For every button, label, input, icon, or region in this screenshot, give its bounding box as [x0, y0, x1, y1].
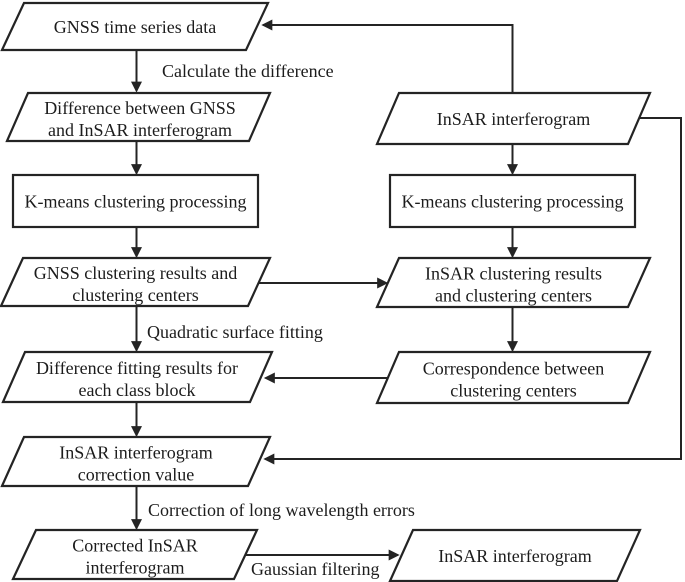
- insar-clustering-results-label-line1: InSAR clustering results: [425, 264, 602, 284]
- node-correspondence-centers: Correspondence between clustering center…: [375, 350, 652, 405]
- gnss-time-series-data-label: GNSS time series data: [54, 17, 216, 37]
- kmeans-right-shape: [388, 173, 637, 229]
- edge-label-quadratic-surface-fitting: Quadratic surface fitting: [147, 322, 323, 342]
- edges-layer: [131, 19, 682, 561]
- edge-label-correction-long-wavelength: Correction of long wavelength errors: [148, 500, 415, 520]
- kmeans-left-label: K-means clustering processing: [25, 192, 247, 212]
- difference-gnss-insar-label-line2: and InSAR interferogram: [48, 120, 232, 140]
- insar-correction-value-shape: [0, 435, 272, 488]
- node-insar-correction-value: InSAR interferogram correction value: [0, 435, 272, 488]
- kmeans-right-label: K-means clustering processing: [402, 192, 624, 212]
- node-kmeans-right: K-means clustering processing: [388, 173, 637, 229]
- gnss-clustering-results-label-line2: clustering centers: [72, 285, 198, 305]
- difference-fitting-results-label-line2: each class block: [79, 380, 196, 400]
- correspondence-centers-label-line2: clustering centers: [450, 381, 576, 401]
- correspondence-centers-label-line1: Correspondence between: [423, 359, 604, 379]
- insar-interferogram-bottom-shape: [388, 528, 642, 582]
- edge-insar-top-to-correction-value: [263, 117, 682, 465]
- insar-interferogram-top-label: InSAR interferogram: [437, 109, 590, 129]
- insar-interferogram-top-shape: [375, 91, 652, 146]
- kmeans-left-shape: [11, 173, 260, 229]
- gnss-time-series-data-shape: [0, 1, 270, 52]
- insar-interferogram-bottom-label: InSAR interferogram: [438, 546, 591, 566]
- insar-clustering-results-shape: [375, 256, 652, 309]
- edge-insar-top-to-gnss-feedback: [261, 19, 514, 93]
- insar-correction-value-label-line1: InSAR interferogram: [59, 443, 212, 463]
- node-difference-fitting-results: Difference fitting results for each clas…: [1, 350, 274, 404]
- node-insar-interferogram-bottom: InSAR interferogram: [388, 528, 642, 582]
- edge-label-calculate-difference: Calculate the difference: [162, 61, 334, 81]
- difference-fitting-results-label-line1: Difference fitting results for: [36, 358, 238, 378]
- edge-labels-layer: Calculate the difference Quadratic surfa…: [147, 61, 415, 579]
- node-corrected-insar: Corrected InSAR interferogram: [11, 528, 259, 581]
- node-gnss-clustering-results: GNSS clustering results and clustering c…: [0, 256, 272, 308]
- gnss-clustering-results-shape: [0, 256, 272, 308]
- node-difference-gnss-insar: Difference between GNSS and InSAR interf…: [5, 91, 272, 143]
- difference-fitting-results-shape: [1, 350, 274, 404]
- edge-label-gaussian-filtering: Gaussian filtering: [251, 559, 379, 579]
- difference-gnss-insar-shape: [5, 91, 272, 143]
- node-insar-interferogram-top: InSAR interferogram: [375, 91, 652, 146]
- difference-gnss-insar-label-line1: Difference between GNSS: [44, 98, 236, 118]
- corrected-insar-label-line2: interferogram: [86, 558, 185, 578]
- gnss-clustering-results-label-line1: GNSS clustering results and: [34, 263, 237, 283]
- corrected-insar-label-line1: Corrected InSAR: [72, 536, 197, 556]
- node-kmeans-left: K-means clustering processing: [11, 173, 260, 229]
- node-insar-clustering-results: InSAR clustering results and clustering …: [375, 256, 652, 309]
- correspondence-centers-shape: [375, 350, 652, 405]
- corrected-insar-shape: [11, 528, 259, 581]
- insar-correction-value-label-line2: correction value: [78, 465, 194, 485]
- insar-clustering-results-label-line2: and clustering centers: [435, 286, 592, 306]
- node-gnss-time-series-data: GNSS time series data: [0, 1, 270, 52]
